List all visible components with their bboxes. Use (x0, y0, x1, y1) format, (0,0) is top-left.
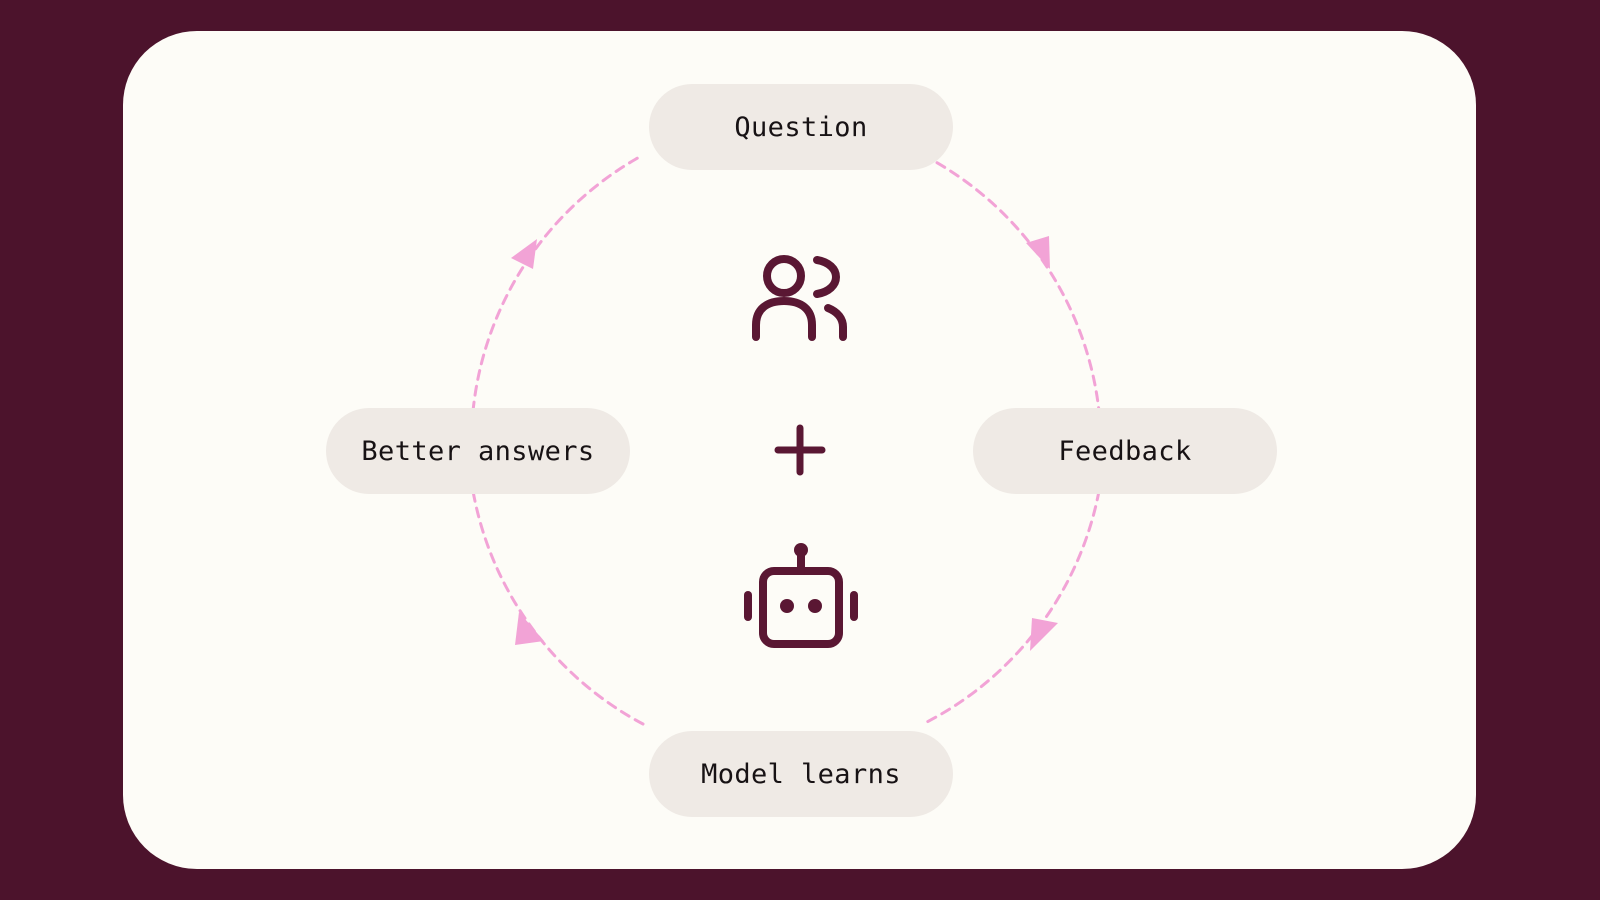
arc-question-to-feedback (921, 153, 1101, 413)
cycle-arrows (471, 153, 1101, 726)
step-better-answers: Better answers (326, 408, 630, 494)
arrowhead-left-bottom (515, 612, 544, 645)
plus-icon (774, 424, 826, 476)
step-model-learns: Model learns (649, 731, 953, 817)
diagram-card: Question Feedback Model learns Better an… (123, 31, 1476, 869)
arc-model-learns-to-better-answers (471, 489, 645, 726)
step-feedback: Feedback (973, 408, 1277, 494)
arrowhead-right-bottom (1030, 618, 1058, 651)
arc-better-answers-to-question (471, 153, 645, 413)
people-icon (752, 255, 847, 341)
arc-feedback-to-model-learns (921, 489, 1101, 726)
arrowhead-right-top (1026, 236, 1050, 269)
step-question: Question (649, 84, 953, 170)
arrowhead-left-top (511, 239, 537, 269)
robot-icon (744, 543, 858, 648)
